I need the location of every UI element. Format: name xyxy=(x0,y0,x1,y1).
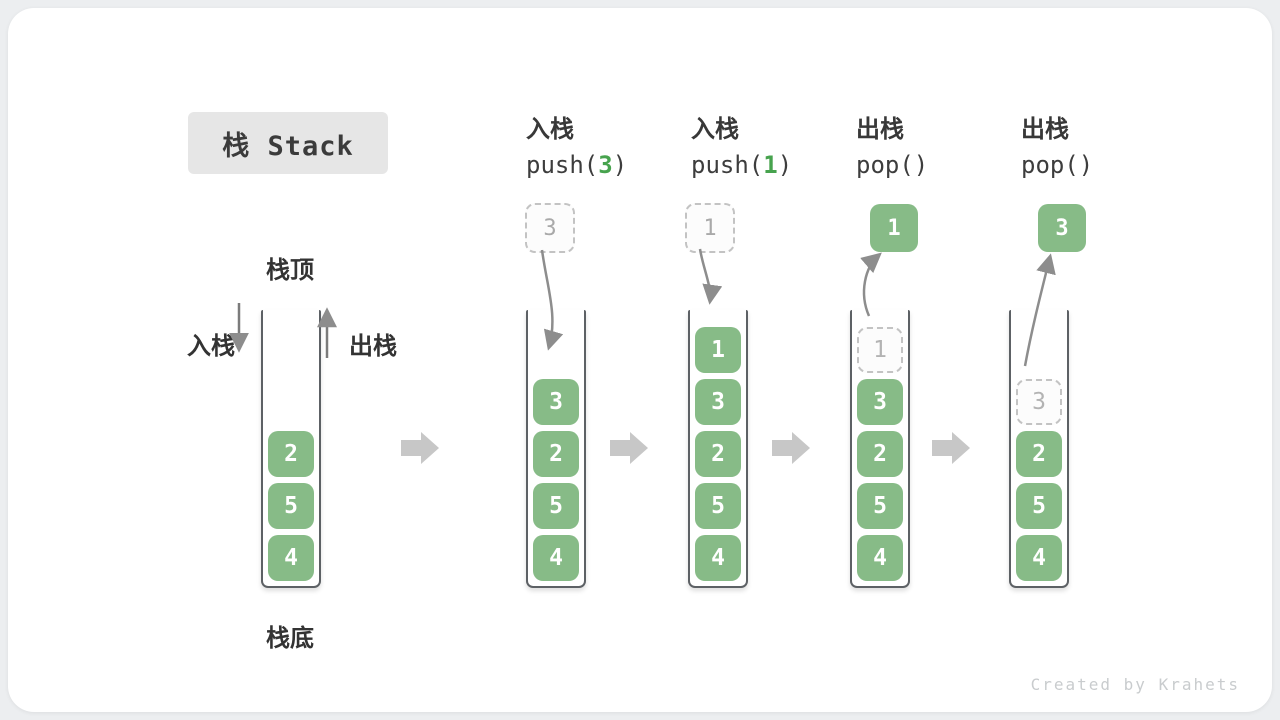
op-cn-label: 入栈 xyxy=(691,115,739,143)
op-label-pop-1: 出栈 pop() xyxy=(856,111,928,184)
op-cn-label: 出栈 xyxy=(856,115,904,143)
code-text: pop( xyxy=(856,151,914,179)
stack-block: 1 xyxy=(695,327,741,373)
ghost-block: 3 xyxy=(1016,379,1062,425)
stack-container-after-push-3: 3 2 5 4 xyxy=(526,310,586,588)
stack-block: 4 xyxy=(857,535,903,581)
stack-container-after-pop-1: 1 3 2 5 4 xyxy=(850,310,910,588)
op-label-push-1: 入栈 push(1) xyxy=(691,111,792,184)
op-label-pop-3: 出栈 pop() xyxy=(1021,111,1093,184)
stack-block: 3 xyxy=(533,379,579,425)
op-code-label: pop() xyxy=(1021,147,1093,184)
stack-block: 4 xyxy=(533,535,579,581)
watermark: Created by Krahets xyxy=(1030,675,1240,694)
stack-block: 4 xyxy=(268,535,314,581)
code-text: ) xyxy=(1078,151,1094,179)
stack-bottom-label: 栈底 xyxy=(266,624,314,652)
title-box: 栈 Stack xyxy=(188,112,388,174)
popped-element-3: 3 xyxy=(1038,204,1086,252)
op-code-label: push(1) xyxy=(691,147,792,184)
stack-block: 5 xyxy=(857,483,903,529)
code-arg: 3 xyxy=(598,151,613,179)
op-code-label: pop() xyxy=(856,147,928,184)
code-arg: 1 xyxy=(763,151,778,179)
popped-element-1: 1 xyxy=(870,204,918,252)
code-text: ) xyxy=(913,151,929,179)
code-text: push( xyxy=(526,151,599,179)
code-text: pop( xyxy=(1021,151,1079,179)
stack-block: 2 xyxy=(695,431,741,477)
stack-block: 2 xyxy=(857,431,903,477)
stack-block: 4 xyxy=(1016,535,1062,581)
pop-direction-label: 出栈 xyxy=(349,332,397,360)
push-direction-label: 入栈 xyxy=(187,332,235,360)
code-text: push( xyxy=(691,151,764,179)
stack-block: 3 xyxy=(695,379,741,425)
stack-block: 2 xyxy=(268,431,314,477)
stack-block: 3 xyxy=(857,379,903,425)
stack-container-after-pop-3: 3 2 5 4 xyxy=(1009,310,1069,588)
op-label-push-3: 入栈 push(3) xyxy=(526,111,627,184)
code-text: ) xyxy=(612,151,628,179)
stack-block: 5 xyxy=(695,483,741,529)
stack-container-initial: 2 5 4 xyxy=(261,310,321,588)
page-title: 栈 Stack xyxy=(222,130,354,162)
stack-container-after-push-1: 1 3 2 5 4 xyxy=(688,310,748,588)
op-code-label: push(3) xyxy=(526,147,627,184)
stack-block: 2 xyxy=(1016,431,1062,477)
diagram-card: 栈 Stack 入栈 push(3) 入栈 push(1) 出栈 pop() 出… xyxy=(8,8,1272,712)
stack-top-label: 栈顶 xyxy=(266,256,314,284)
stack-block: 2 xyxy=(533,431,579,477)
stack-block: 5 xyxy=(268,483,314,529)
op-cn-label: 入栈 xyxy=(526,115,574,143)
op-cn-label: 出栈 xyxy=(1021,115,1069,143)
ghost-block: 1 xyxy=(857,327,903,373)
code-text: ) xyxy=(777,151,793,179)
stack-block: 5 xyxy=(533,483,579,529)
floating-element-push-1: 1 xyxy=(685,203,735,253)
stack-block: 5 xyxy=(1016,483,1062,529)
floating-element-push-3: 3 xyxy=(525,203,575,253)
stack-block: 4 xyxy=(695,535,741,581)
